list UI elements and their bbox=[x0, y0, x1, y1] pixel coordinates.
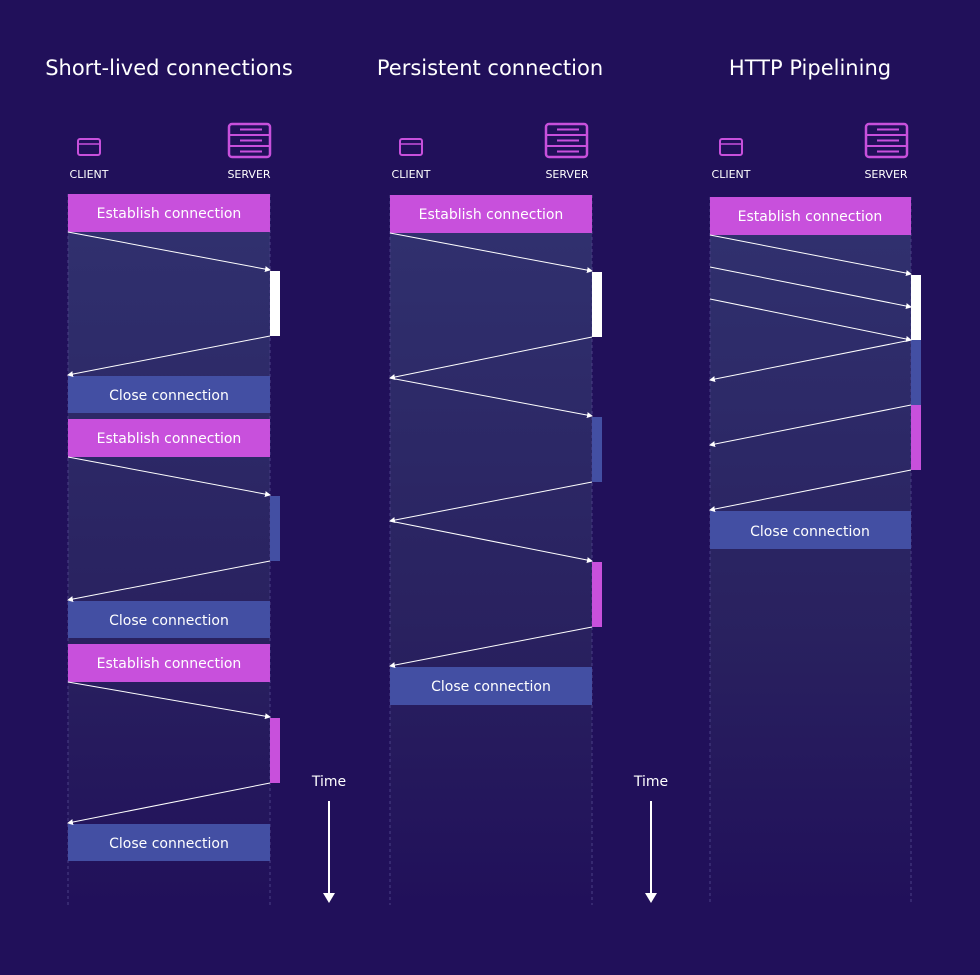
response-arrow bbox=[67, 560, 271, 602]
server-label: SERVER bbox=[545, 168, 588, 181]
server-processing-bar bbox=[270, 271, 280, 336]
client-label: CLIENT bbox=[70, 168, 109, 181]
request-arrow bbox=[67, 231, 271, 273]
response-arrow bbox=[709, 404, 912, 447]
column-persistent: Persistent connection CLIENT SERVER Esta… bbox=[377, 56, 603, 905]
block-label: Close connection bbox=[750, 524, 870, 540]
close-connection-block bbox=[710, 511, 911, 549]
response-arrow bbox=[67, 335, 271, 377]
close-connection-block bbox=[68, 601, 270, 638]
time-label: Time bbox=[633, 774, 668, 790]
server-processing-bar bbox=[592, 562, 602, 627]
server-processing-bar bbox=[592, 417, 602, 482]
server-processing-bar bbox=[911, 340, 921, 405]
block-label: Close connection bbox=[109, 836, 229, 852]
response-arrow bbox=[389, 626, 593, 668]
column-pipelining: HTTP Pipelining CLIENT SERVER Establish … bbox=[709, 56, 921, 905]
time-axis: Time bbox=[633, 774, 668, 903]
block-label: Establish connection bbox=[738, 209, 883, 225]
request-arrow bbox=[67, 456, 271, 498]
arrow-down-icon bbox=[645, 893, 657, 903]
block-label: Establish connection bbox=[97, 206, 242, 222]
server-icon bbox=[227, 122, 272, 159]
column-title: HTTP Pipelining bbox=[729, 56, 891, 80]
request-arrow bbox=[709, 266, 912, 309]
server-label: SERVER bbox=[864, 168, 907, 181]
client-icon bbox=[719, 138, 743, 156]
client-icon bbox=[77, 138, 101, 156]
request-arrow bbox=[389, 232, 593, 274]
column-title: Persistent connection bbox=[377, 56, 603, 80]
client-label: CLIENT bbox=[712, 168, 751, 181]
client-label: CLIENT bbox=[392, 168, 431, 181]
server-processing-bar bbox=[911, 405, 921, 470]
block-label: Establish connection bbox=[97, 431, 242, 447]
server-processing-bar bbox=[911, 275, 921, 340]
close-connection-block bbox=[390, 667, 592, 705]
client-icon bbox=[399, 138, 423, 156]
server-icon bbox=[864, 122, 909, 159]
establish-connection-block bbox=[68, 644, 270, 682]
block-label: Close connection bbox=[109, 613, 229, 629]
establish-connection-block bbox=[68, 194, 270, 232]
establish-connection-block bbox=[68, 419, 270, 457]
column-short-lived: Short-lived connections CLIENT SERVER Es… bbox=[45, 56, 293, 905]
response-arrow bbox=[389, 481, 593, 523]
block-label: Establish connection bbox=[419, 207, 564, 223]
server-label: SERVER bbox=[227, 168, 270, 181]
block-label: Establish connection bbox=[97, 656, 242, 672]
request-arrow bbox=[389, 520, 593, 563]
request-arrow bbox=[389, 377, 593, 419]
response-arrow bbox=[389, 336, 593, 380]
close-connection-block bbox=[68, 824, 270, 861]
column-title: Short-lived connections bbox=[45, 56, 293, 80]
server-icon bbox=[544, 122, 589, 159]
request-arrow bbox=[709, 234, 912, 276]
server-processing-bar bbox=[592, 272, 602, 337]
establish-connection-block bbox=[390, 195, 592, 233]
time-axis: Time bbox=[311, 774, 346, 903]
response-arrow bbox=[709, 339, 912, 382]
request-arrow bbox=[709, 298, 912, 342]
response-arrow bbox=[709, 469, 912, 512]
close-connection-block bbox=[68, 376, 270, 413]
block-label: Close connection bbox=[431, 679, 551, 695]
time-label: Time bbox=[311, 774, 346, 790]
establish-connection-block bbox=[710, 197, 911, 235]
server-processing-bar bbox=[270, 496, 280, 561]
block-label: Close connection bbox=[109, 388, 229, 404]
response-arrow bbox=[67, 782, 271, 825]
arrow-down-icon bbox=[323, 893, 335, 903]
server-processing-bar bbox=[270, 718, 280, 783]
request-arrow bbox=[67, 681, 271, 720]
